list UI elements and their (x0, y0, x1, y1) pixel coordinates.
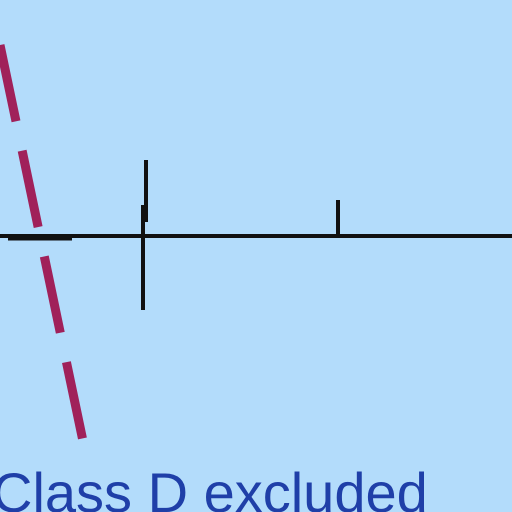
dashed-boundary-line (0, 44, 93, 466)
excluded-class-caption: Class D excluded (0, 461, 428, 512)
